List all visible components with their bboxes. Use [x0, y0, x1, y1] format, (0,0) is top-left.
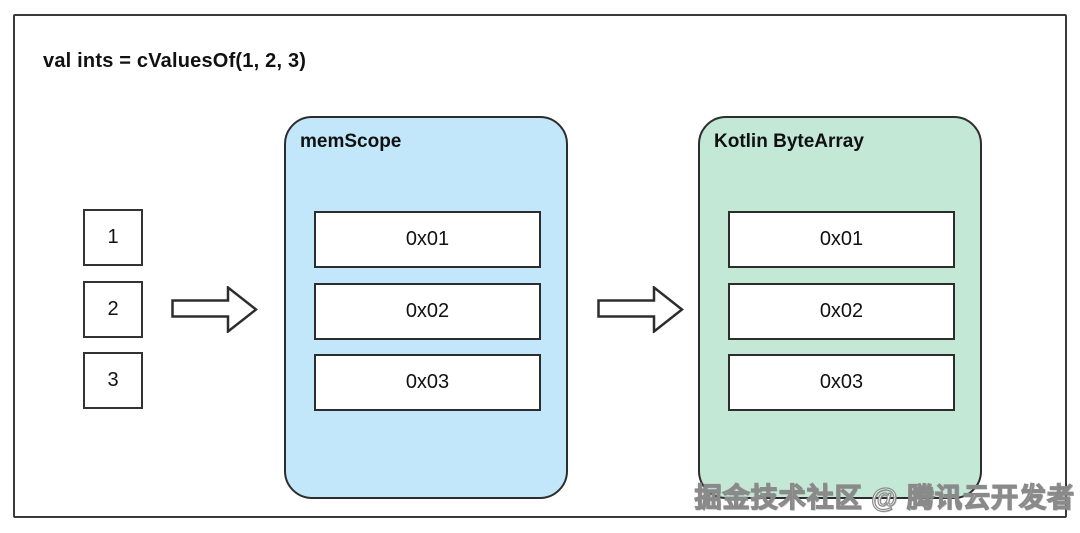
- bytearray-cell-2: 0x02: [728, 283, 955, 340]
- source-value-box-3: 3: [83, 352, 143, 409]
- source-value-box-2: 2: [83, 281, 143, 338]
- outer-frame: val ints = cValuesOf(1, 2, 3) 1 2 3 memS…: [13, 14, 1067, 518]
- watermark: 掘金技术社区 @ 腾讯云开发者: [694, 482, 1075, 513]
- right-block-arrow-icon: [171, 286, 258, 333]
- memscope-cell-3: 0x03: [314, 354, 541, 411]
- bytearray-container: Kotlin ByteArray 0x01 0x02 0x03: [698, 116, 982, 499]
- memscope-cell-1: 0x01: [314, 211, 541, 268]
- code-title: val ints = cValuesOf(1, 2, 3): [43, 50, 307, 72]
- memscope-cell-2: 0x02: [314, 283, 541, 340]
- bytearray-cell-3: 0x03: [728, 354, 955, 411]
- memscope-label: memScope: [300, 131, 402, 152]
- bytearray-cell-1: 0x01: [728, 211, 955, 268]
- right-block-arrow-icon: [597, 286, 684, 333]
- bytearray-label: Kotlin ByteArray: [714, 131, 864, 152]
- source-value-box-1: 1: [83, 209, 143, 266]
- memscope-container: memScope 0x01 0x02 0x03: [284, 116, 568, 499]
